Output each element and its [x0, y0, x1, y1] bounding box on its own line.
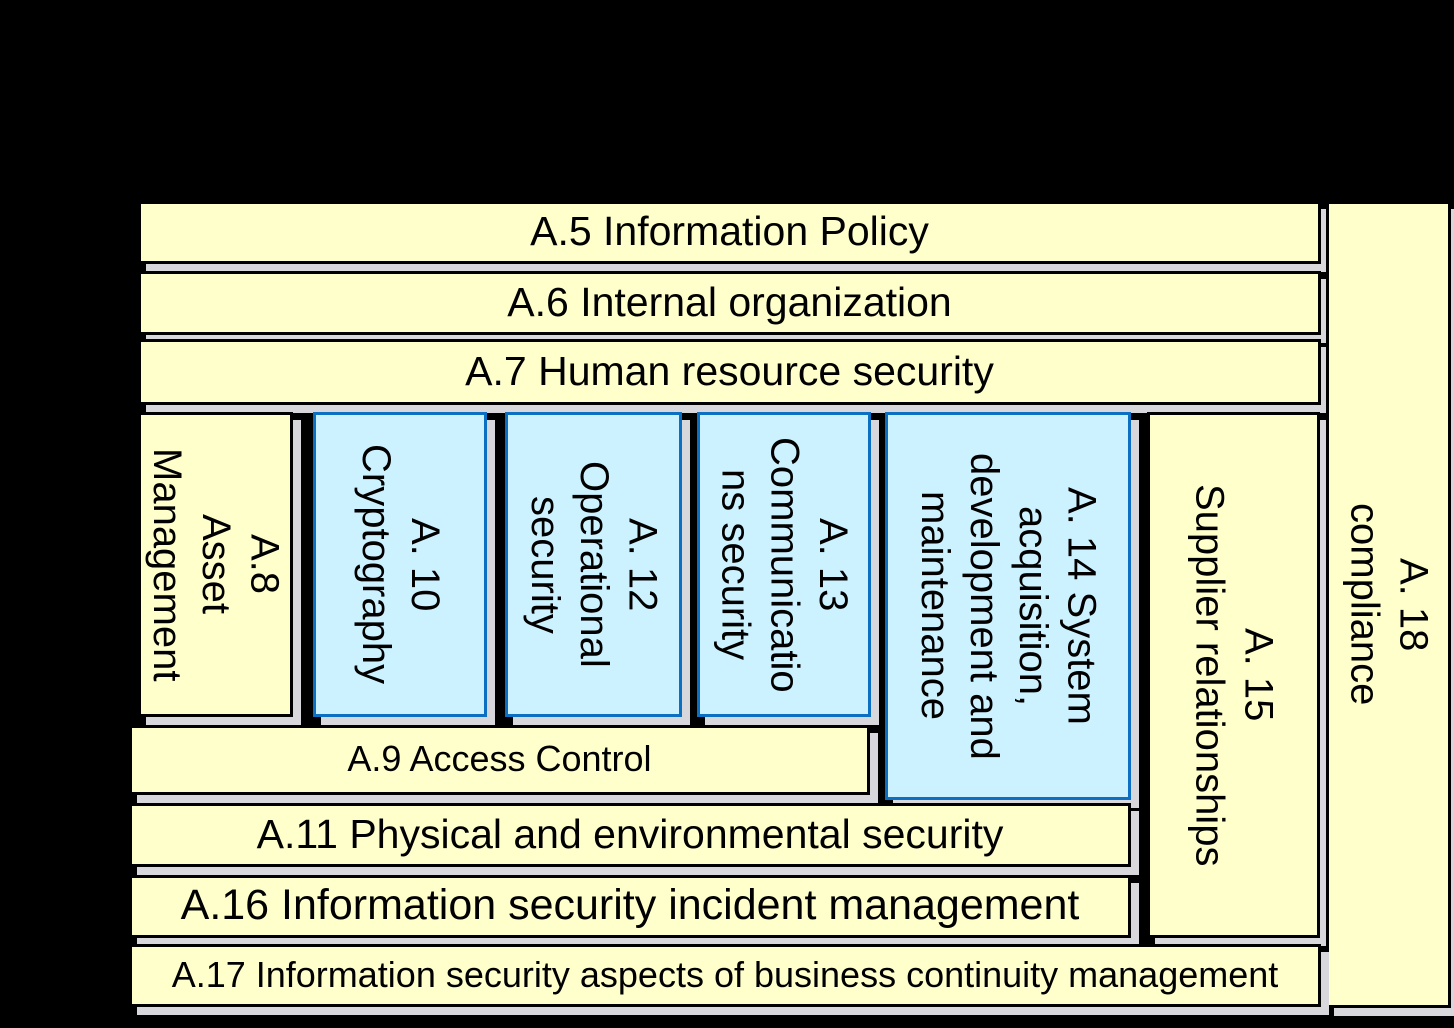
box-a8-label: A.8 Asset Management [145, 447, 287, 682]
box-a8-asset-management: A.8 Asset Management [138, 412, 293, 717]
box-a9-label: A.9 Access Control [347, 738, 652, 779]
box-a11-physical-environmental-security: A.11 Physical and environmental security [129, 803, 1131, 867]
box-a14-system-acquisition-development-maintenance: A. 14 System acquisition, development an… [885, 412, 1131, 800]
box-a9-access-control: A.9 Access Control [129, 725, 870, 795]
box-a11-label: A.11 Physical and environmental security [256, 810, 1004, 857]
box-a17-business-continuity: A.17 Information security aspects of bus… [129, 944, 1321, 1007]
box-a5-information-policy: A.5 Information Policy [138, 201, 1321, 264]
box-a15-supplier-relationships: A. 15 Supplier relationships [1147, 412, 1320, 938]
box-a18-compliance: A. 18 compliance [1326, 201, 1451, 1008]
box-a14-label: A. 14 System acquisition, development an… [913, 452, 1104, 760]
box-a13-communications-security: A. 13 Communicatio ns security [697, 412, 871, 717]
box-a12-operational-security: A. 12 Operational security [505, 412, 682, 717]
box-a7-human-resource-security: A.7 Human resource security [138, 339, 1321, 405]
box-a6-label: A.6 Internal organization [507, 278, 952, 325]
box-a16-label: A.16 Information security incident manag… [180, 881, 1080, 929]
box-a13-label: A. 13 Communicatio ns security [713, 436, 856, 693]
box-a10-label: A. 10 Cryptography [354, 444, 447, 685]
box-a12-label: A. 12 Operational security [523, 461, 665, 668]
box-a17-label: A.17 Information security aspects of bus… [171, 953, 1279, 995]
box-a16-incident-management: A.16 Information security incident manag… [129, 875, 1131, 938]
box-a5-label: A.5 Information Policy [530, 208, 929, 254]
box-a6-internal-organization: A.6 Internal organization [138, 271, 1321, 335]
box-a7-label: A.7 Human resource security [465, 347, 994, 394]
box-a15-label: A. 15 Supplier relationships [1187, 483, 1281, 867]
box-a10-cryptography: A. 10 Cryptography [313, 412, 487, 717]
box-a18-label: A. 18 compliance [1342, 503, 1436, 706]
